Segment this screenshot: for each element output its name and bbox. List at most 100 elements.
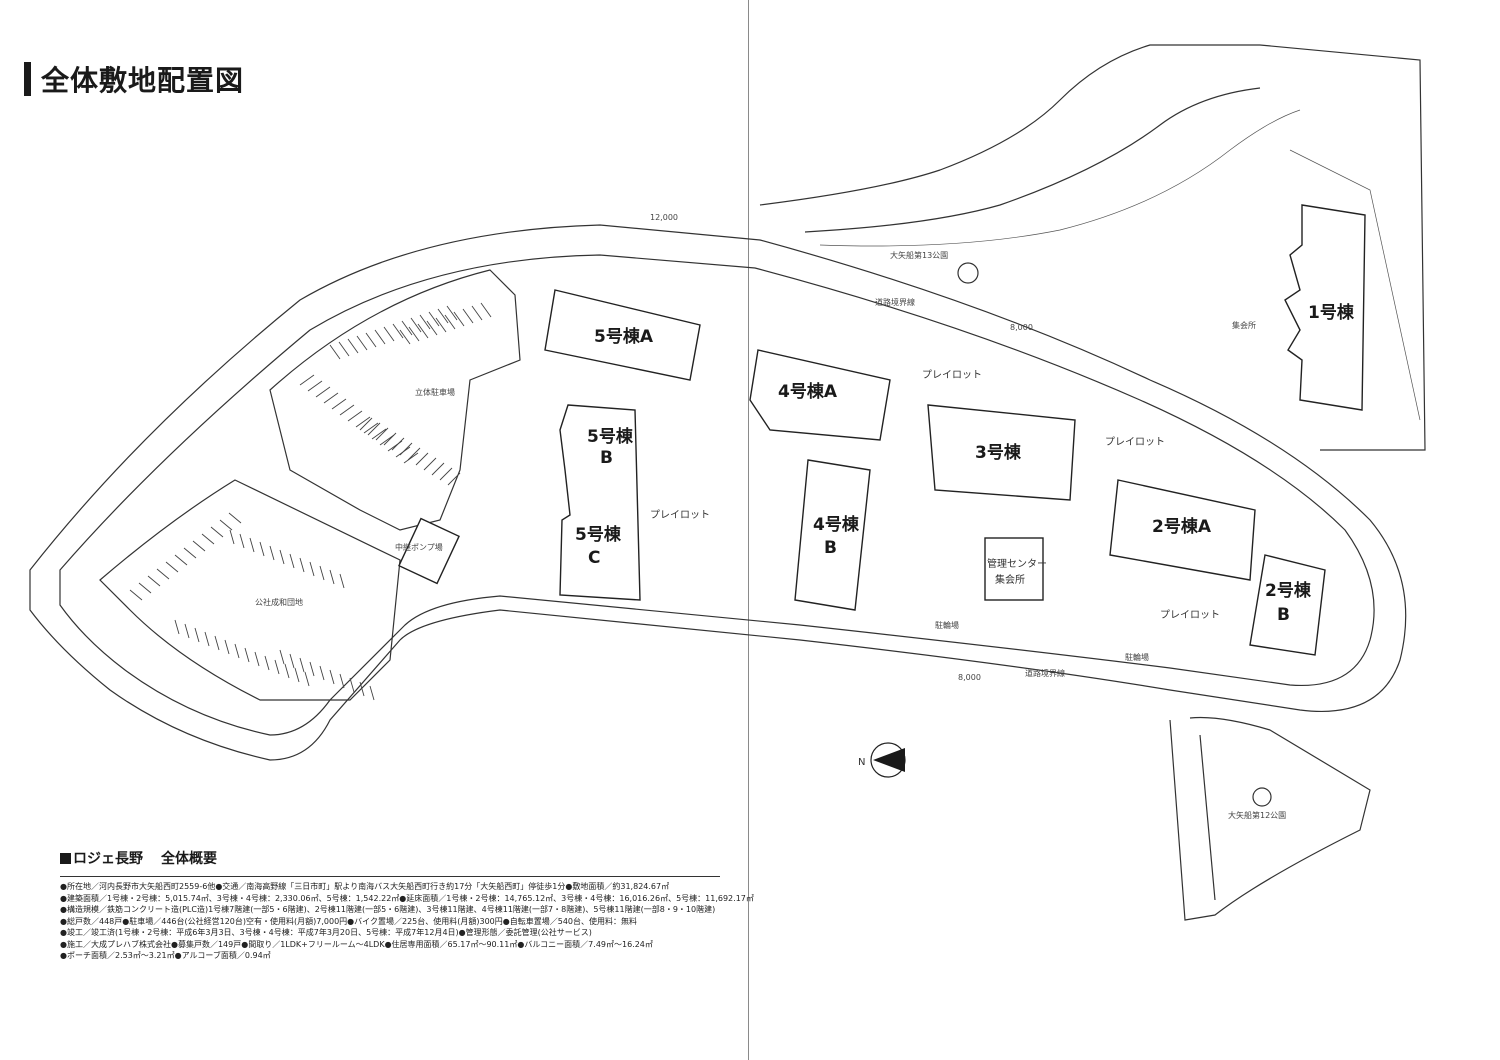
- north-arrow-icon: [870, 742, 906, 778]
- parking-stall-line: [299, 657, 305, 673]
- building-2b: [1249, 554, 1326, 656]
- management-center: [984, 537, 1044, 601]
- building-5a: [544, 289, 701, 381]
- parking-stall-line: [399, 442, 413, 456]
- summary-line-5: ●竣工／竣工済(1号棟・2号棟：平成6年3月3日、3号棟・4号棟：平成7年3月2…: [60, 928, 592, 937]
- east-boundary: [1259, 44, 1426, 451]
- summary-square-icon: [60, 853, 71, 864]
- label-bike-2: 駐輪場: [1125, 652, 1149, 662]
- summary-block: ロジェ長野 全体概要 ●所在地／河内長野市大矢船西町2559-6他●交通／南海高…: [60, 848, 754, 962]
- summary-title: ロジェ長野: [73, 851, 143, 867]
- label-parking-big: 立体駐車場: [415, 387, 455, 397]
- parking-stall-line: [331, 398, 347, 410]
- parking-stall-line: [453, 311, 465, 327]
- summary-line-7: ●ポーチ面積／2.53㎡～3.21㎡●アルコーブ面積／0.94㎡: [60, 951, 271, 960]
- parking-stall-line: [289, 553, 295, 569]
- label-building-2b: 2号棟: [1265, 580, 1312, 601]
- parking-stall-line: [383, 326, 395, 342]
- parking-stall-line: [359, 417, 373, 431]
- parking-stall-line: [374, 329, 386, 345]
- parking-stall-line: [309, 661, 315, 677]
- parking-stall-line: [392, 323, 404, 339]
- parking-stall-line: [401, 320, 413, 336]
- label-park-13: 大矢船第13公園: [890, 250, 948, 260]
- parking-stall-line: [259, 541, 265, 557]
- parking-stall-line: [239, 533, 245, 549]
- parking-stall-line: [228, 512, 242, 524]
- parking-stall-line: [391, 437, 405, 451]
- summary-rule: [60, 876, 720, 877]
- label-playlot-3: プレイロット: [1105, 436, 1165, 448]
- parking-stall-line: [444, 314, 456, 330]
- parking-stall-line: [359, 681, 365, 697]
- label-building-5b-sub: B: [600, 448, 613, 468]
- parking-stall-line: [339, 673, 345, 689]
- parking-stall-line: [365, 332, 377, 348]
- parking-stall-line: [184, 623, 190, 639]
- parking-stall-line: [338, 341, 350, 357]
- parking-stall-line: [289, 653, 295, 669]
- title-bar-mark: [24, 62, 31, 96]
- parking-stall-line: [437, 308, 449, 324]
- parking-stall-line: [447, 472, 461, 486]
- parking-stall-line: [279, 649, 285, 665]
- site-inner-boundary: [59, 254, 1375, 736]
- parking-stripes-lower: [129, 512, 375, 701]
- parking-stall-line: [304, 671, 310, 687]
- parking-stall-line: [410, 317, 422, 333]
- parking-stall-line: [294, 667, 300, 683]
- parking-stall-line: [315, 386, 331, 398]
- parking-stall-line: [234, 643, 240, 659]
- parking-stall-line: [419, 314, 431, 330]
- parking-stall-line: [219, 519, 233, 531]
- summary-line-2: ●建築面積／1号棟・2号棟：5,015.74㎡、3号棟・4号棟：2,330.06…: [60, 893, 754, 903]
- parking-stall-line: [192, 540, 206, 552]
- parking-stall-line: [269, 545, 275, 561]
- parking-stall-line: [224, 639, 230, 655]
- parking-stripes-upper: [299, 302, 492, 486]
- parking-stall-line: [375, 427, 389, 441]
- parking-stall-line: [323, 392, 339, 404]
- page-title: 全体敷地配置図: [41, 64, 245, 97]
- label-road-width-top: 12,000: [650, 213, 678, 222]
- parking-stall-line: [194, 627, 200, 643]
- parking-stall-line: [379, 434, 395, 446]
- label-building-4a: 4号棟A: [778, 381, 838, 402]
- parking-stall-line: [471, 305, 483, 321]
- building-3: [927, 404, 1076, 501]
- page-fold-line: [748, 0, 749, 1060]
- parking-stall-line: [329, 569, 335, 585]
- parking-stall-line: [462, 308, 474, 324]
- parking-stall-line: [264, 655, 270, 671]
- page-title-block: 全体敷地配置図: [24, 62, 245, 97]
- hillside-road-inner: [804, 87, 1261, 233]
- parking-stall-line: [201, 533, 215, 545]
- parking-stall-line: [249, 537, 255, 553]
- parking-stall-line: [307, 380, 323, 392]
- label-management-center: 管理センター: [987, 557, 1047, 570]
- site-outer-boundary: [29, 224, 1407, 761]
- label-meeting-hall: 集会所: [995, 573, 1025, 586]
- parking-stall-line: [347, 410, 363, 422]
- parking-stall-line: [210, 526, 224, 538]
- summary-line-1: ●所在地／河内長野市大矢船西町2559-6他●交通／南海高野線「三日市町」駅より…: [60, 882, 670, 891]
- parking-stall-line: [284, 663, 290, 679]
- park-12-marker: [1252, 787, 1272, 807]
- parking-stall-line: [329, 344, 341, 360]
- south-park-road: [1199, 734, 1216, 901]
- parking-stall-line: [408, 326, 420, 342]
- parking-stall-line: [363, 422, 379, 434]
- parking-stall-line: [244, 647, 250, 663]
- summary-line-3: ●構造規模／鉄筋コンクリート造(PLC造)1号棟7階建(一部5・6階建)、2号棟…: [60, 905, 716, 914]
- parking-stall-line: [129, 589, 143, 601]
- parking-stall-line: [431, 462, 445, 476]
- parking-stall-line: [417, 323, 429, 339]
- label-building-5b: 5号棟: [587, 426, 634, 447]
- parking-stall-line: [383, 432, 397, 446]
- parking-stall-line: [309, 561, 315, 577]
- label-playlot-2: プレイロット: [922, 369, 982, 381]
- parking-stall-line: [183, 547, 197, 559]
- parking-stall-line: [214, 635, 220, 651]
- label-park-12: 大矢船第12公園: [1228, 810, 1286, 820]
